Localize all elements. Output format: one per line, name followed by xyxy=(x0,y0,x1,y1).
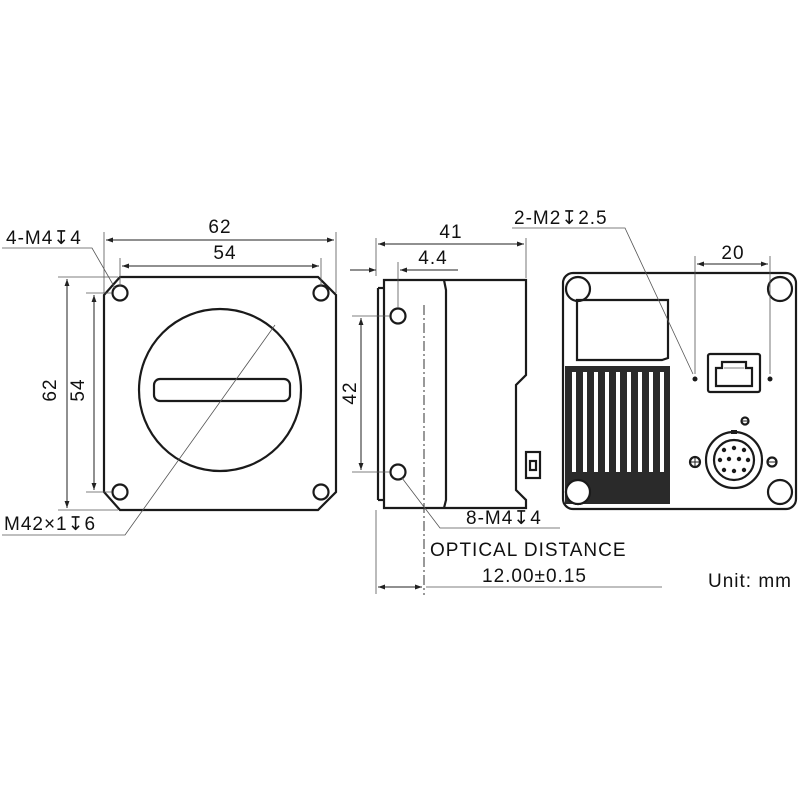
side-depth-label: 41 xyxy=(439,222,462,243)
mount-callout: M42×1↧6 xyxy=(4,514,96,535)
side-hole-callout: 8-M4↧4 xyxy=(466,508,542,529)
rear-hole-top-right xyxy=(766,275,794,303)
side-flange-label: 4.4 xyxy=(418,248,447,269)
screw-icon xyxy=(688,455,702,469)
rear-m2-hole-right xyxy=(767,376,773,382)
rear-hole-callout: 2-M2↧2.5 xyxy=(514,208,608,229)
side-body-outline xyxy=(382,278,528,510)
optical-distance-value: 12.00±0.15 xyxy=(482,566,587,587)
leader-rear-holes xyxy=(512,227,694,375)
side-view: 41 4.4 42 8-M4↧4 OPTICAL DISTANCE 12.00±… xyxy=(340,222,662,595)
front-hole-bottom-left xyxy=(111,483,129,501)
side-connector xyxy=(524,450,542,480)
rear-hole-bottom-right xyxy=(766,478,794,506)
rear-view: 20 2-M2↧2.5 xyxy=(512,208,798,511)
ethernet-port-icon xyxy=(706,352,762,394)
front-hole-bottom-right xyxy=(312,483,330,501)
rear-hole-top-left xyxy=(564,275,592,303)
rear-label-plate xyxy=(575,298,670,362)
front-view: 62 54 62 54 4-M4↧4 M42×1↧6 xyxy=(2,217,338,536)
front-width-outer-label: 62 xyxy=(208,217,231,238)
lens-mount-circle xyxy=(137,307,303,473)
front-body-outline xyxy=(102,275,338,512)
unit-label: Unit: mm xyxy=(708,571,792,592)
front-hole-top-right xyxy=(312,284,330,302)
screw-icon-top xyxy=(740,416,750,426)
front-height-outer-label: 62 xyxy=(40,378,61,401)
side-hole-top xyxy=(389,307,407,325)
optical-distance-label: OPTICAL DISTANCE xyxy=(430,540,627,561)
rear-hole-spacing-label: 20 xyxy=(721,243,744,264)
screw-icon-right xyxy=(766,456,778,468)
leader-mount xyxy=(2,324,276,536)
side-flange-line xyxy=(442,279,448,509)
front-height-holes-label: 54 xyxy=(68,378,89,401)
sensor-slot xyxy=(152,377,292,403)
front-hole-callout: 4-M4↧4 xyxy=(6,228,82,249)
rear-body-outline xyxy=(561,271,798,511)
rear-m2-hole-left xyxy=(692,376,698,382)
leader-side-holes xyxy=(401,477,560,529)
io-connector-icon xyxy=(704,430,764,490)
leader-front-holes xyxy=(2,247,116,289)
side-hole-bottom xyxy=(389,463,407,481)
front-width-holes-label: 54 xyxy=(213,243,236,264)
side-hole-spacing-label: 42 xyxy=(340,381,361,404)
